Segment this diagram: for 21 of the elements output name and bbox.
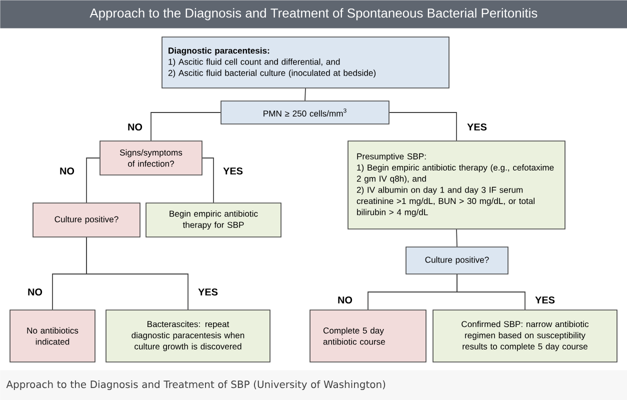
connector-line [456, 228, 458, 248]
connector-line [456, 274, 526, 310]
connector-line [86, 158, 100, 204]
process-box: Presumptive SBP: 1) Begin empiric antibiotic therapy (e.g., cefotaxime 2 gm IV q8h), and 2) IV albumin on day 1 and day 3 IF serum creatinine >1 mg/dL, BUN > 30 mg/dL, or total bilirubin > 4 mg/dL [348, 140, 566, 230]
decision-box: Culture positive? [406, 246, 508, 274]
connector-line [150, 112, 222, 142]
process-box: Begin empiric antibiotic therapy for SBP [146, 202, 282, 238]
outcome-box: No antibiotics indicated [10, 310, 96, 362]
decision-box: Culture positive? [32, 202, 140, 238]
caption: Approach to the Diagnosis and Treatment of SBP (University of Washington) [0, 370, 627, 400]
process-box: Diagnostic paracentesis: 1) Ascitic fluid cell count and differential, and 2) Ascitic fluid bacterial culture (inoculated at bedside) [162, 36, 450, 88]
connector-line [388, 112, 457, 142]
decision-box: Signs/symptoms of infection? [100, 140, 202, 176]
connector-line [304, 88, 306, 102]
outcome-box: Complete 5 day antibiotic course [310, 310, 426, 362]
decision-box: PMN ≥ 250 cells/mm$^{3}$ [220, 100, 390, 124]
connector-line [202, 158, 214, 204]
outcome-box: Bacterascites: repeat diagnostic paracentesis when culture growth is discovered [106, 310, 270, 362]
title-bar: Approach to the Diagnosis and Treatment of Spontaneous Bacterial Peritonitis [0, 0, 627, 28]
outcome-box: Confirmed SBP: narrow antibiotic regimen based on susceptibility results to complete 5 day course [432, 310, 618, 362]
connector-line [86, 236, 188, 310]
